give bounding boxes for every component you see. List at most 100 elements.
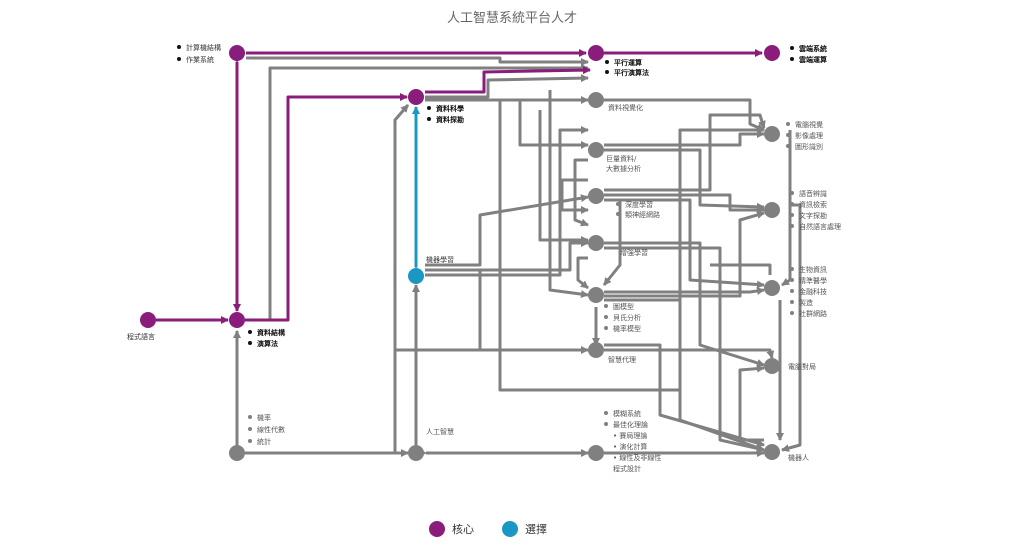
grey-connections: [233, 56, 802, 457]
label-parallel-2: 平行演算法: [614, 68, 649, 77]
label-graphical-3: 機率模型: [613, 324, 641, 333]
label-vision-3: 圖形識別: [795, 142, 823, 151]
label-fuzzy-5: • 線性及非線性: [613, 453, 661, 462]
label-math-3: 統計: [257, 437, 271, 446]
core-connections: [156, 49, 763, 324]
node-agent[interactable]: [588, 342, 604, 358]
label-bio-1: 生物資訊: [799, 265, 827, 274]
node-labels: 程式語言 計算機結構 作業系統 平行運算 平行演算法 雲端系統 雲端運算 資料科…: [127, 43, 841, 473]
edge-right-vert-2: [781, 203, 802, 452]
label-ai: 人工智慧: [426, 427, 454, 436]
nodes: [140, 45, 780, 461]
legend-elective-swatch: [502, 521, 518, 537]
label-nlp-3: 文字探勘: [799, 211, 827, 220]
label-fuzzy-6: 程式設計: [613, 464, 641, 473]
legend-core-swatch: [429, 521, 445, 537]
edge-datascience-parallel: [425, 74, 589, 99]
node-reinforcement[interactable]: [588, 235, 604, 251]
label-parallel-1: 平行運算: [614, 58, 642, 67]
edge-mid-cross-3: [576, 256, 589, 290]
edge-bigdata-loop: [538, 110, 589, 244]
label-bigdata-1: 巨量資料/: [606, 154, 637, 163]
label-fuzzy-4: • 演化計算: [613, 442, 647, 451]
node-math[interactable]: [229, 445, 245, 461]
label-ml: 機器學習: [426, 255, 454, 264]
edge-ds-trunk: [518, 100, 589, 149]
label-deeplearning-1: 深度學習: [625, 200, 653, 209]
label-datascience-2: 資料探勘: [436, 115, 464, 124]
label-nlp-2: 資訊檢索: [799, 200, 827, 209]
edge-right-vert-1: [781, 130, 792, 287]
node-graphical[interactable]: [588, 287, 604, 303]
edge-rl-game: [604, 241, 765, 367]
label-datastructure-1: 資料結構: [257, 328, 285, 337]
node-robot[interactable]: [764, 444, 780, 460]
label-nlp-1: 語音辨識: [799, 189, 827, 198]
legend-core-label: 核心: [452, 522, 474, 536]
edge-ml-rl: [425, 239, 589, 272]
label-bio-3: 金融科技: [799, 287, 827, 296]
node-programming[interactable]: [140, 312, 156, 328]
edge-mid-cross-1: [573, 158, 589, 227]
label-robot: 機器人: [788, 453, 809, 462]
label-vision-1: 電腦視覺: [795, 120, 823, 129]
label-architecture-2: 作業系統: [186, 55, 214, 64]
edge-architecture-parallel: [246, 56, 589, 66]
node-ml[interactable]: [408, 268, 424, 284]
edge-ds-bigdata: [498, 100, 520, 392]
label-bigdata-2: 大數據分析: [606, 164, 641, 173]
edge-datascience-parallel-core: [425, 66, 591, 94]
label-math-1: 機率: [257, 413, 271, 422]
edge-ds-long: [500, 126, 765, 392]
edge-agent-robot: [604, 343, 765, 447]
node-cloud[interactable]: [764, 45, 780, 61]
label-game: 電腦對局: [788, 362, 816, 371]
node-parallel[interactable]: [588, 45, 604, 61]
label-reinforcement: 增強學習: [620, 248, 648, 257]
label-fuzzy-3: • 賽局理論: [613, 431, 647, 440]
node-datascience[interactable]: [408, 89, 424, 105]
edge-deep-nlp: [604, 193, 765, 214]
edge-mid-cross-5: [560, 178, 589, 214]
node-architecture[interactable]: [229, 45, 245, 61]
label-bio-4: 製造: [799, 298, 813, 307]
node-bio[interactable]: [764, 280, 780, 296]
label-visualization: 資料視覺化: [608, 103, 643, 112]
node-bigdata[interactable]: [588, 142, 604, 158]
edge-datastructure-parallel: [268, 64, 589, 321]
label-fuzzy-1: 模糊系統: [613, 409, 641, 418]
node-nlp[interactable]: [764, 202, 780, 218]
edge-deep-vision: [604, 113, 766, 192]
label-datastructure-2: 演算法: [257, 339, 278, 348]
label-graphical-1: 圖模型: [613, 302, 634, 311]
node-visualization[interactable]: [588, 92, 604, 108]
label-agent: 智慧代理: [608, 355, 636, 364]
edge-right-vert-4: [710, 263, 772, 275]
edge-ai-datascience: [393, 104, 410, 455]
label-cloud-2: 雲端運算: [799, 55, 827, 64]
label-architecture-1: 計算機結構: [186, 43, 221, 52]
label-math-2: 線性代數: [257, 425, 285, 434]
label-vision-2: 影像處理: [795, 131, 823, 140]
edge-graph-nlp: [604, 211, 765, 298]
node-datastructure[interactable]: [229, 312, 245, 328]
node-fuzzy[interactable]: [588, 445, 604, 461]
edge-datastructure-datascience: [245, 93, 408, 322]
label-graphical-2: 貝氏分析: [613, 313, 641, 322]
edge-ml-graphical: [548, 90, 589, 299]
edge-bigdata-vision: [604, 130, 765, 147]
node-game[interactable]: [764, 358, 780, 374]
edge-graph-bio: [604, 287, 765, 295]
edge-ml-deeplearning: [425, 194, 589, 267]
node-deeplearning[interactable]: [588, 188, 604, 204]
label-programming: 程式語言: [127, 332, 155, 341]
node-ai[interactable]: [408, 445, 424, 461]
label-bio-2: 精準醫學: [799, 276, 827, 285]
diagram-title: 人工智慧系統平台人才: [447, 10, 577, 26]
label-fuzzy-2: 最佳化理論: [613, 420, 648, 429]
label-datascience-1: 資料科學: [436, 104, 464, 113]
edge-deep-bio: [604, 198, 765, 289]
node-vision[interactable]: [764, 126, 780, 142]
label-bio-5: 社群網路: [799, 309, 827, 318]
